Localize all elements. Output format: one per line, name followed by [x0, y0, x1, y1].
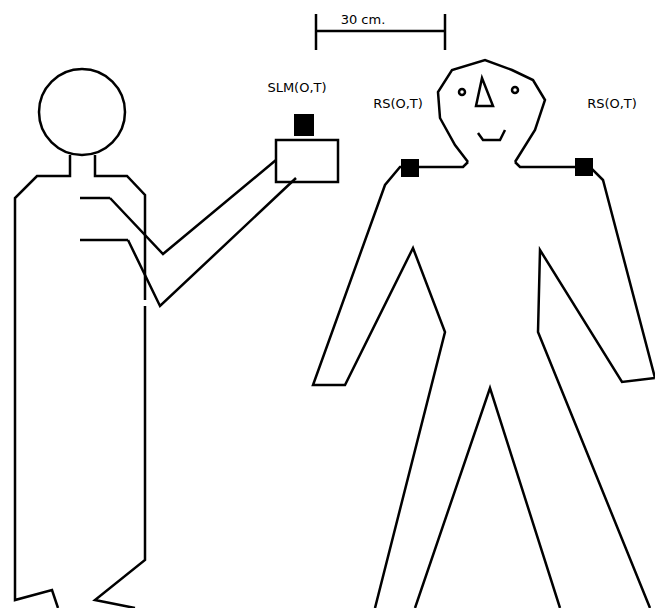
rs-sensor: [401, 159, 419, 177]
dimension-label: 30 cm.: [340, 12, 387, 27]
sensor-label: RS(O,T): [372, 96, 424, 111]
rs-sensor: [575, 158, 593, 176]
subject-figure: [313, 60, 655, 608]
operator-figure: [15, 69, 338, 608]
sensor-label: RS(O,T): [586, 96, 638, 111]
meter-label: SLM(O,T): [266, 80, 327, 95]
slm-meter: [294, 114, 314, 136]
